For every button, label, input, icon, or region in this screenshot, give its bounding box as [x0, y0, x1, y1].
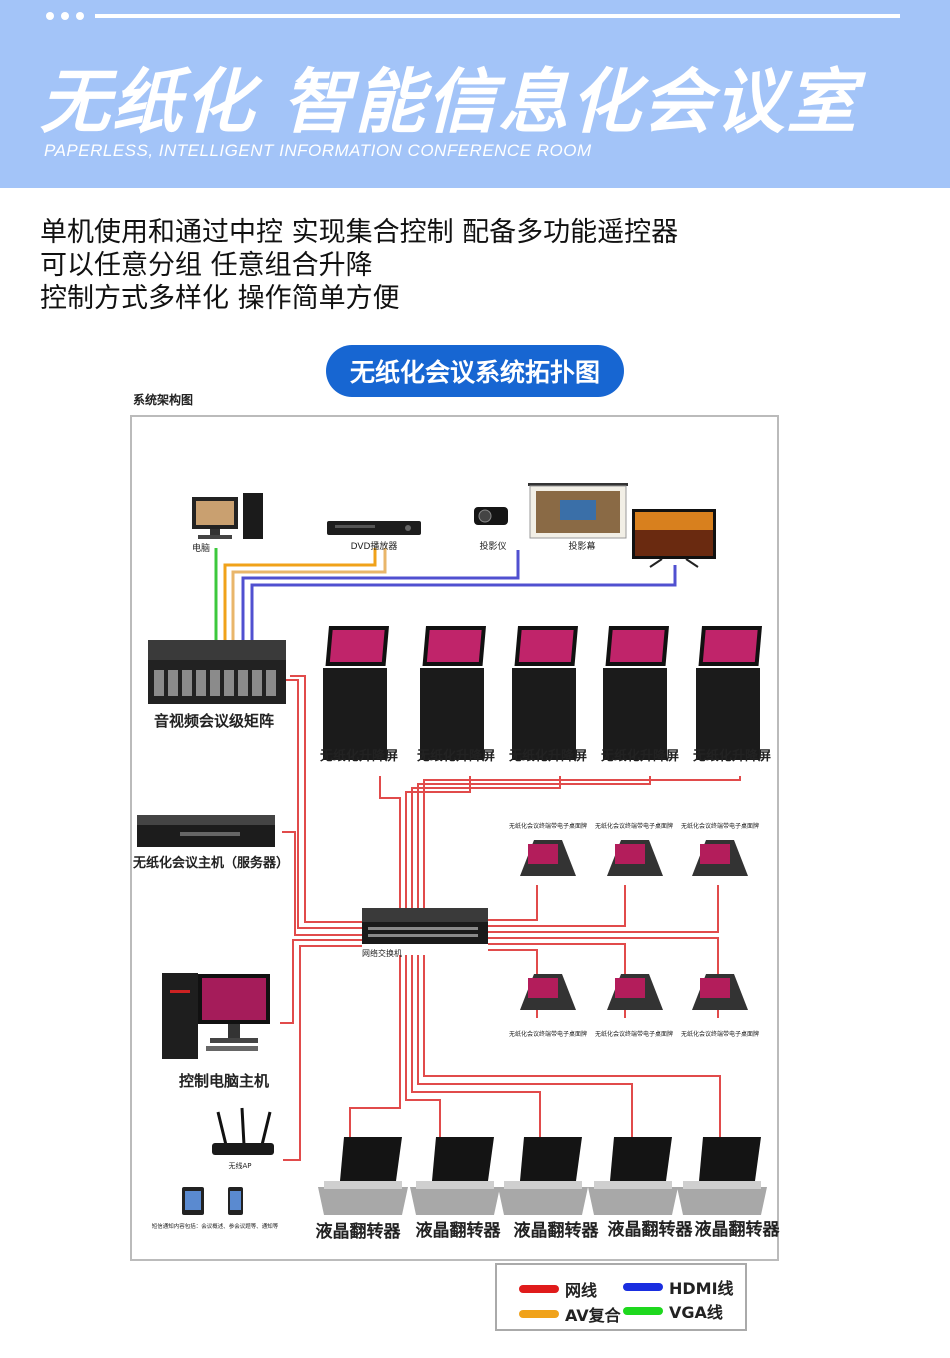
legend-item-network: 网线 [519, 1277, 597, 1301]
decor-dots [46, 12, 84, 20]
tablet-icon [182, 1187, 204, 1215]
net-cable-matrix [290, 675, 362, 923]
table-cards-group [520, 840, 748, 1010]
legend-label: AV复合 [565, 1306, 621, 1325]
flipper-label: 液晶翻转器 [608, 1219, 694, 1240]
legend-label: HDMI线 [669, 1279, 734, 1298]
av-cable-dvd-2 [231, 548, 387, 640]
lift-screen-label: 无纸化升降屏 [416, 748, 495, 764]
table-card-caption: 无纸化会议终端带电子桌面牌 [681, 822, 759, 830]
lift-screen-label: 无纸化升降屏 [508, 748, 587, 764]
legend-swatch [623, 1283, 663, 1291]
hdmi-cable-display [250, 565, 677, 640]
device-label-screen: 投影幕 [568, 540, 595, 552]
wireless-router-icon [212, 1107, 274, 1155]
system-architecture-label: 系统架构图 [133, 393, 194, 407]
table-card-caption: 无纸化会议终端带电子桌面牌 [595, 822, 673, 830]
dvd-player-icon [327, 521, 421, 535]
lcd-flipper-icon [498, 1137, 588, 1215]
lcd-flipper-icon [410, 1137, 500, 1215]
table-card-terminal-icon [692, 974, 748, 1010]
table-card-terminal-icon [520, 840, 576, 876]
device-label-dvd: DVD播放器 [351, 540, 398, 552]
legend-label: 网线 [565, 1281, 598, 1300]
router-caption: 短信通知内容包括：会议概述、参会议题等、通知等 [152, 1222, 279, 1230]
table-card-caption: 无纸化会议终端带电子桌面牌 [681, 1030, 759, 1038]
device-label-pc: 电脑 [192, 542, 210, 554]
lift-screen-icon [603, 626, 669, 760]
diagram-heading: 无纸化会议系统拓扑图 [326, 345, 624, 397]
switch-label: 网络交换机 [362, 948, 402, 958]
flippers-group [318, 1137, 767, 1215]
header-banner: 无纸化 智能信息化会议室 PAPERLESS, INTELLIGENT INFO… [0, 0, 950, 188]
legend-item-av: AV复合 [519, 1302, 621, 1326]
table-card-caption: 无纸化会议终端带电子桌面牌 [509, 822, 587, 830]
matrix-label: 音视频会议级矩阵 [154, 712, 274, 730]
lift-screen-label: 无纸化升降屏 [319, 748, 398, 764]
description-line-3: 控制方式多样化 操作简单方便 [40, 283, 400, 314]
legend-item-vga: VGA线 [623, 1299, 723, 1323]
lift-screens-group [323, 626, 762, 760]
router-label: 无线AP [228, 1161, 251, 1170]
lift-screen-icon [512, 626, 578, 760]
table-card-terminal-icon [607, 840, 663, 876]
net-cable-server [282, 831, 362, 936]
legend-swatch [623, 1307, 663, 1315]
control-pc-label: 控制电脑主机 [179, 1072, 269, 1090]
lcd-flipper-icon [588, 1137, 678, 1215]
flipper-label: 液晶翻转器 [416, 1220, 502, 1241]
av-cable-dvd [223, 548, 377, 640]
page-title: 无纸化 智能信息化会议室 [40, 61, 859, 143]
flipper-label: 液晶翻转器 [514, 1220, 600, 1241]
flipper-label: 液晶翻转器 [316, 1221, 402, 1242]
page-subtitle: PAPERLESS, INTELLIGENT INFORMATION CONFE… [44, 141, 592, 160]
legend-item-hdmi: HDMI线 [623, 1275, 734, 1299]
legend: 网线 HDMI线 AV复合 VGA线 [495, 1263, 747, 1331]
lift-screen-label: 无纸化升降屏 [692, 748, 771, 764]
conference-server-icon [137, 815, 275, 847]
table-card-terminal-icon [692, 840, 748, 876]
table-card-caption: 无纸化会议终端带电子桌面牌 [509, 1030, 587, 1038]
lift-screen-icon [323, 626, 389, 760]
table-card-terminal-icon [520, 974, 576, 1010]
table-card-caption: 无纸化会议终端带电子桌面牌 [595, 1030, 673, 1038]
projector-icon [474, 507, 508, 525]
av-matrix-icon [148, 640, 286, 704]
lift-screen-icon [696, 626, 762, 760]
server-label: 无纸化会议主机（服务器） [132, 855, 289, 871]
table-card-terminal-icon [607, 974, 663, 1010]
lift-screen-icon [420, 626, 486, 760]
net-cable-control-pc [280, 939, 362, 1024]
legend-swatch [519, 1285, 559, 1293]
description-line-1: 单机使用和通过中控 实现集合控制 配备多功能遥控器 [40, 217, 679, 248]
legend-swatch [519, 1310, 559, 1318]
control-pc-icon [162, 973, 270, 1059]
lcd-flipper-icon [318, 1137, 408, 1215]
projection-screen-icon [528, 483, 628, 539]
lift-screen-label: 无纸化升降屏 [600, 748, 679, 764]
device-label-projector: 投影仪 [479, 540, 506, 552]
network-switch-icon [362, 908, 488, 944]
lcd-flipper-icon [677, 1137, 767, 1215]
pc-icon [192, 493, 263, 539]
legend-label: VGA线 [669, 1303, 723, 1322]
hdmi-cable-projector [241, 550, 520, 640]
display-tv-icon [632, 509, 716, 568]
phone-icon [228, 1187, 243, 1215]
description-line-2: 可以任意分组 任意组合升降 [40, 250, 373, 281]
flipper-label: 液晶翻转器 [695, 1219, 781, 1240]
net-cable-router [283, 945, 362, 1161]
decor-line [95, 14, 900, 18]
